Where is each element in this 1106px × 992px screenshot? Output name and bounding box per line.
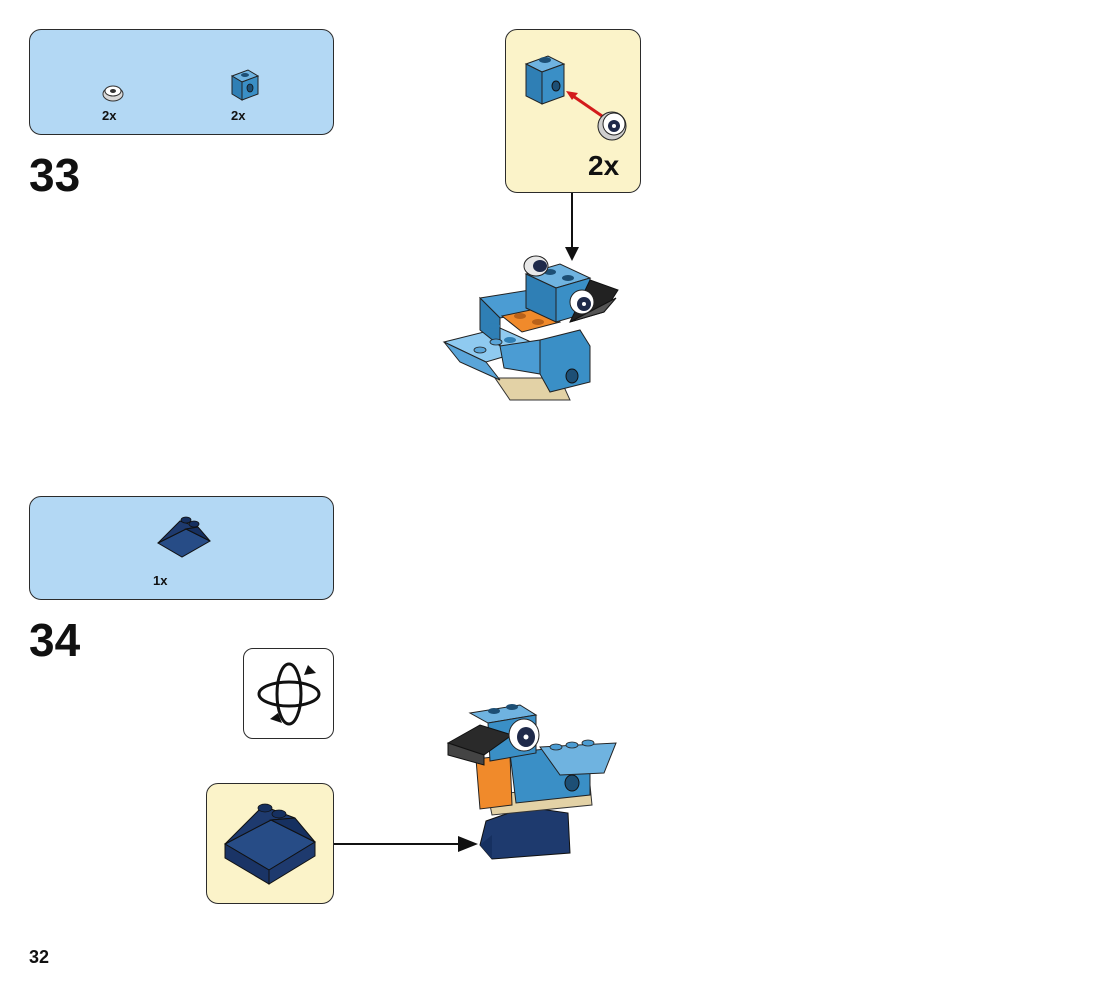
page-number: 32	[29, 947, 50, 967]
dark-blue-slope-icon	[150, 511, 216, 563]
callout-qty: 2x	[588, 150, 620, 181]
callout-arrow	[562, 193, 582, 263]
blue-brick-icon	[228, 66, 260, 102]
dark-blue-slope-callout-icon	[217, 798, 323, 890]
round-eye-tile-icon	[101, 82, 125, 102]
part-qty: 2x	[102, 108, 117, 123]
step-34-parts-box: 1x	[29, 496, 334, 600]
placement-arrow	[334, 834, 480, 854]
step-34-callout	[206, 783, 334, 904]
part-qty: 2x	[231, 108, 246, 123]
step-number: 33	[29, 149, 81, 201]
step-number: 34	[29, 614, 81, 666]
rotate-model-box	[243, 648, 334, 739]
step-33-parts-box: 2x 2x	[29, 29, 334, 135]
bird-model-step-33	[440, 250, 625, 410]
step-33-callout: 2x	[505, 29, 641, 193]
bird-model-step-34	[440, 695, 625, 865]
rotate-model-icon	[252, 657, 326, 731]
sub-assembly-icon	[516, 42, 632, 152]
part-qty: 1x	[153, 573, 168, 588]
